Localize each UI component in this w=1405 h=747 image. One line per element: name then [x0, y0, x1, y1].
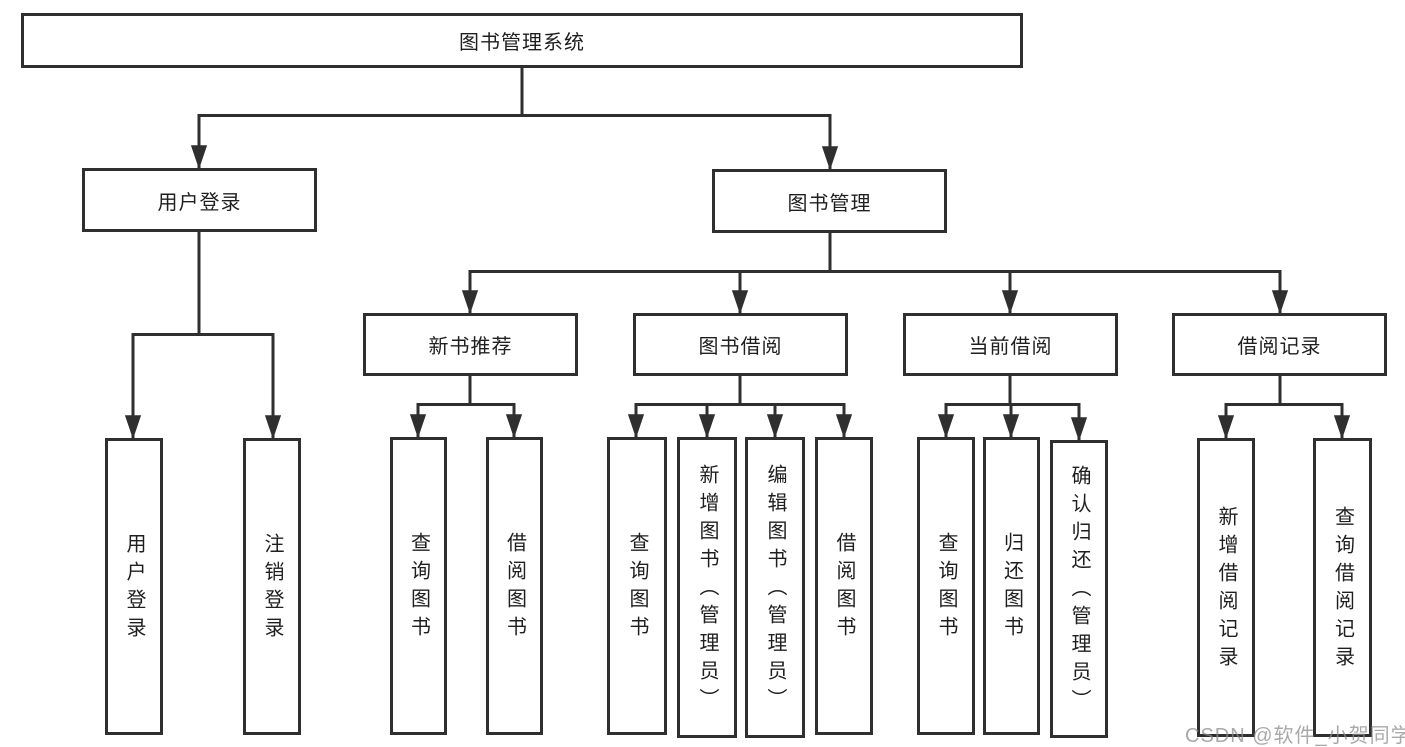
- leaf-return-books: 归还图书: [983, 437, 1040, 735]
- csdn-watermark: CSDN @软件_小贺同学: [1185, 725, 1405, 747]
- node-new-book-recommend: 新书推荐: [363, 313, 578, 376]
- leaf-borrow-books-1: 借阅图书: [486, 437, 543, 735]
- node-borrow-records: 借阅记录: [1172, 313, 1387, 376]
- leaf-borrow-books-2: 借阅图书: [815, 437, 873, 735]
- leaf-query-books-2: 查询图书: [607, 437, 667, 735]
- leaf-query-borrow-record: 查询借阅记录: [1313, 438, 1372, 737]
- node-book-management: 图书管理: [712, 169, 947, 233]
- node-user-login: 用户登录: [82, 168, 317, 232]
- leaf-logout: 注销登录: [243, 438, 301, 735]
- node-root: 图书管理系统: [21, 13, 1023, 68]
- leaf-add-books-admin: 新增图书（管理员）: [677, 437, 737, 738]
- leaf-query-books-3: 查询图书: [917, 437, 975, 735]
- leaf-user-login: 用户登录: [105, 438, 163, 735]
- node-current-borrow: 当前借阅: [903, 313, 1118, 376]
- leaf-confirm-return-admin: 确认归还（管理员）: [1050, 440, 1108, 738]
- leaf-add-borrow-record: 新增借阅记录: [1197, 438, 1255, 737]
- node-book-borrow: 图书借阅: [633, 313, 848, 376]
- leaf-edit-books-admin: 编辑图书（管理员）: [745, 437, 805, 738]
- leaf-query-books-1: 查询图书: [390, 437, 447, 735]
